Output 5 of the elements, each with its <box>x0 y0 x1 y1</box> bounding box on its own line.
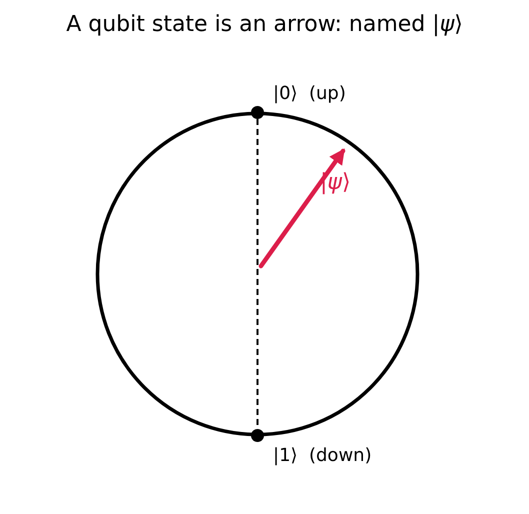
point-marker <box>251 106 264 119</box>
point-marker <box>251 429 264 442</box>
state-label: |1⟩ (down) <box>273 445 372 466</box>
diagram-title: A qubit state is an arrow: named |ψ⟩ <box>65 12 464 37</box>
state-label: |0⟩ (up) <box>273 83 346 104</box>
